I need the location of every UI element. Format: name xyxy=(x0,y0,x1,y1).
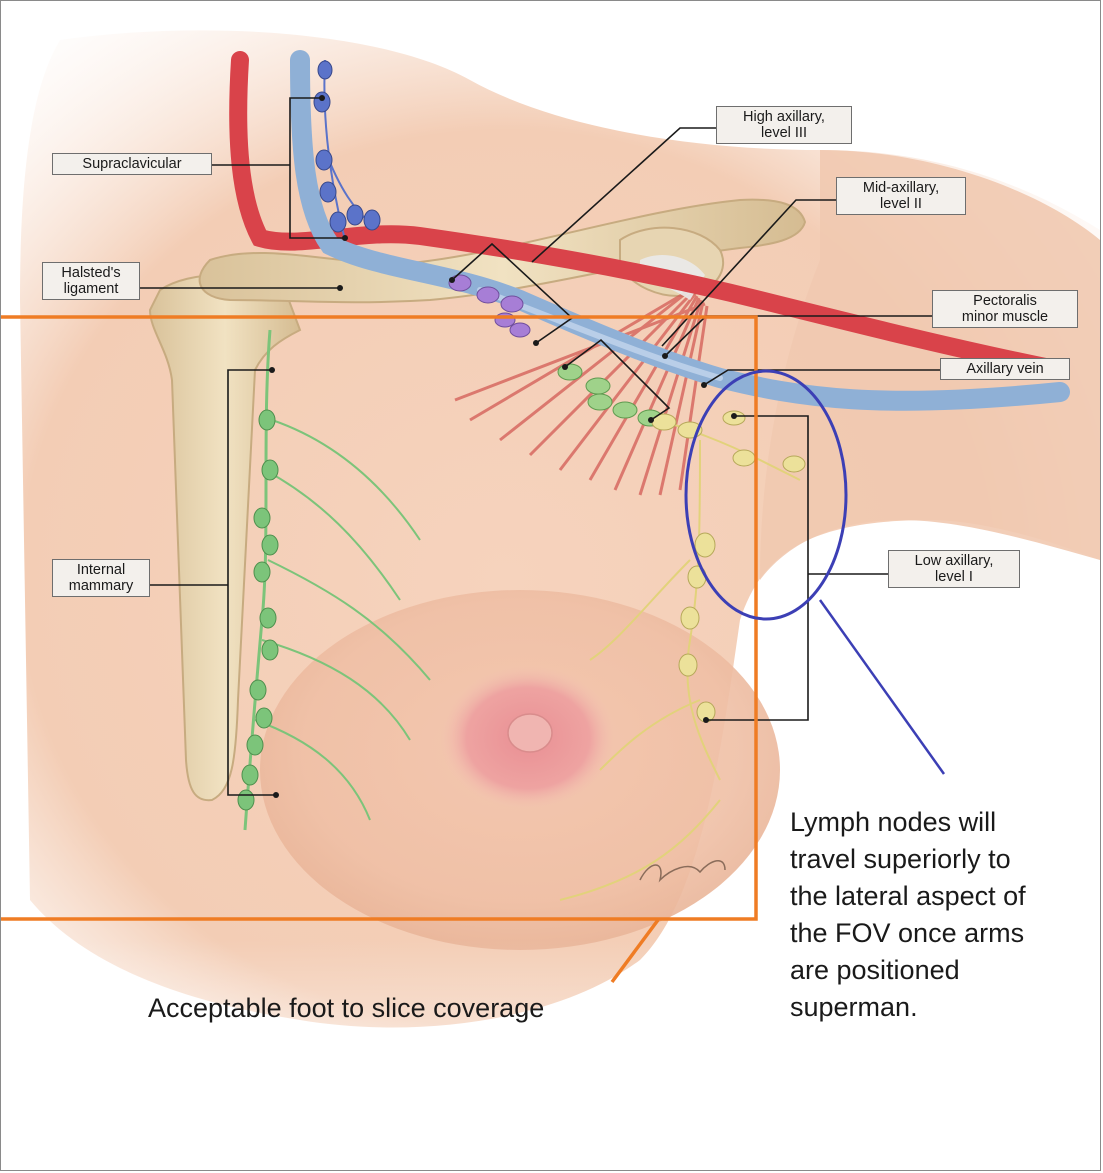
label-internal-mammary: Internal mammary xyxy=(52,559,150,597)
label-line: level III xyxy=(724,125,844,141)
label-axillary-vein: Axillary vein xyxy=(940,358,1070,380)
lymph-note-line: the FOV once arms xyxy=(790,915,1100,952)
label-supraclavicular: Supraclavicular xyxy=(52,153,212,175)
highlight-pointer-line xyxy=(820,600,944,774)
label-line: Internal xyxy=(60,562,142,578)
label-line: Pectoralis xyxy=(940,293,1070,309)
label-line: High axillary, xyxy=(724,109,844,125)
label-line: Axillary vein xyxy=(948,361,1062,377)
label-line: minor muscle xyxy=(940,309,1070,325)
lymph-note: Lymph nodes will travel superiorly to th… xyxy=(790,804,1100,1026)
lymph-note-line: travel superiorly to xyxy=(790,841,1100,878)
label-line: mammary xyxy=(60,578,142,594)
nipple xyxy=(508,714,552,752)
label-mid-axillary: Mid-axillary, level II xyxy=(836,177,966,215)
lymph-note-line: the lateral aspect of xyxy=(790,878,1100,915)
label-pectoralis-minor: Pectoralis minor muscle xyxy=(932,290,1078,328)
label-high-axillary: High axillary, level III xyxy=(716,106,852,144)
lymph-note-line: superman. xyxy=(790,989,1100,1026)
label-line: level I xyxy=(896,569,1012,585)
label-line: Mid-axillary, xyxy=(844,180,958,196)
label-line: Supraclavicular xyxy=(60,156,204,172)
coverage-caption: Acceptable foot to slice coverage xyxy=(148,993,544,1024)
label-halsteds-ligament: Halsted's ligament xyxy=(42,262,140,300)
label-line: Halsted's xyxy=(50,265,132,281)
lymph-note-line: Lymph nodes will xyxy=(790,804,1100,841)
label-line: Low axillary, xyxy=(896,553,1012,569)
lymph-note-line: are positioned xyxy=(790,952,1100,989)
label-line: level II xyxy=(844,196,958,212)
label-low-axillary: Low axillary, level I xyxy=(888,550,1020,588)
label-line: ligament xyxy=(50,281,132,297)
